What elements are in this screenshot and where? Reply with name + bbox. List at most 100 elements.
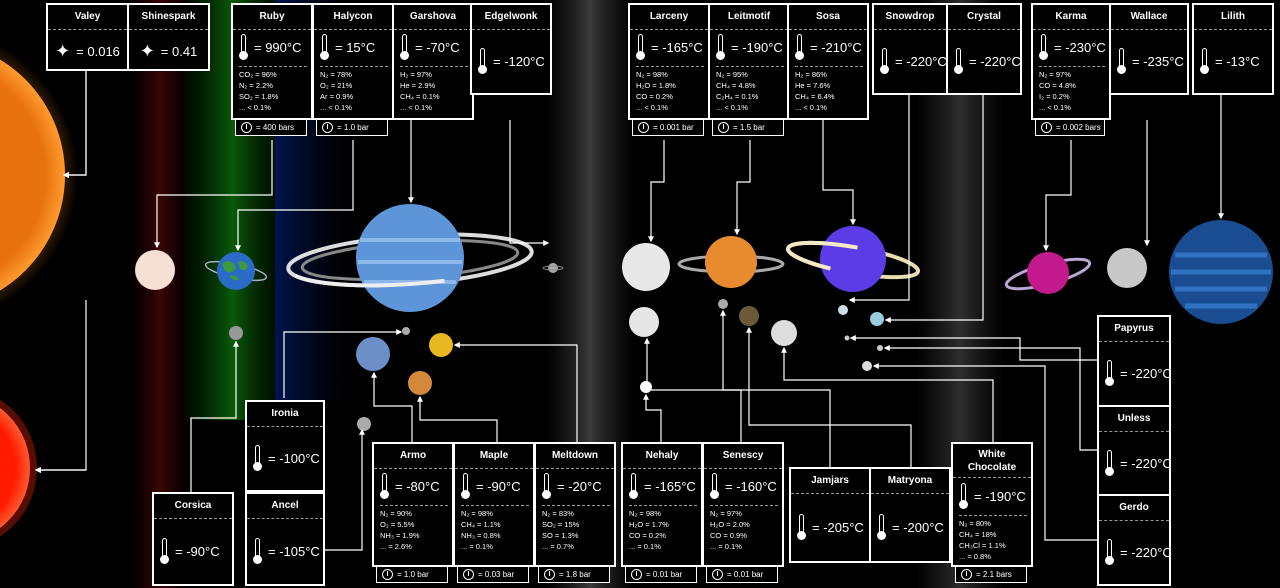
- temperature-value: = -160°C: [725, 478, 777, 494]
- pressure-gauge-icon: [241, 122, 252, 133]
- card-name: Snowdrop: [874, 5, 946, 30]
- card-name: Meltdown: [536, 444, 614, 469]
- temperature-value: = -165°C: [644, 478, 696, 494]
- composition-item: ... = 0.1%: [710, 542, 742, 551]
- pressure-value: = 1.8 bar: [559, 570, 591, 579]
- planet-card-ancel: Ancel= -105°C: [245, 492, 325, 586]
- card-name: Matryona: [871, 469, 949, 494]
- temperature-value: = -105°C: [268, 543, 320, 559]
- planet-wallace: [1107, 248, 1147, 288]
- composition-item: N₂ = 98%: [629, 509, 661, 518]
- pressure-value: = 1.5 bar: [733, 123, 765, 132]
- thermometer-icon: [160, 538, 169, 564]
- composition-item: H₂ = 86%: [795, 70, 827, 79]
- pressure-gauge-icon: [712, 569, 723, 580]
- composition-item: SO₂ = 15%: [542, 520, 580, 529]
- composition-list: N₂ = 97%CO = 4.8%I₂ = 0.2%... < 0.1%: [1039, 66, 1105, 113]
- pressure-box: = 1.0 bar: [376, 567, 448, 583]
- pressure-value: = 0.01 bar: [646, 570, 683, 579]
- composition-item: CH₄ = 4.8%: [716, 81, 756, 90]
- composition-item: He = 2.9%: [400, 81, 436, 90]
- planet-crystal: [870, 312, 884, 326]
- composition-item: C₂H₄ = 0.1%: [716, 92, 759, 101]
- temperature-value: = -220°C: [1120, 544, 1172, 560]
- pressure-gauge-icon: [322, 122, 333, 133]
- pressure-value: = 0.01 bar: [727, 570, 764, 579]
- thermometer-icon: [795, 34, 804, 60]
- planet-card-lilith: Lilith= -13°C: [1192, 3, 1274, 95]
- planet-card-edgelwonk: Edgelwonk= -120°C: [470, 3, 552, 95]
- composition-item: CO = 0.2%: [629, 531, 666, 540]
- composition-list: N₂ = 97%H₂O = 2.0%CO = 0.9%... = 0.1%: [710, 505, 778, 552]
- thermometer-icon: [320, 34, 329, 60]
- planet-nehaly-moon: [629, 307, 659, 337]
- temperature-value: = -220°C: [1120, 455, 1172, 471]
- composition-item: SO = 1.3%: [542, 531, 579, 540]
- composition-item: ... = 0.7%: [542, 542, 574, 551]
- composition-item: ... = 0.1%: [629, 542, 661, 551]
- composition-item: ... = 0.8%: [959, 552, 991, 561]
- composition-list: N₂ = 78%O₂ = 21%Ar = 0.9%... < 0.1%: [320, 66, 388, 113]
- pressure-value: = 2.1 bars: [976, 570, 1012, 579]
- planet-card-snowdrop: Snowdrop= -220°C: [872, 3, 948, 95]
- card-name: Armo: [374, 444, 452, 469]
- thermometer-icon: [478, 48, 487, 74]
- thermometer-icon: [542, 473, 551, 499]
- planet-leitmotif: [677, 236, 785, 288]
- thermometer-icon: [1105, 539, 1114, 565]
- composition-item: SO₂ = 1.8%: [239, 92, 279, 101]
- composition-item: CH₄ = 1.1%: [461, 520, 501, 529]
- card-name: Corsica: [154, 494, 232, 519]
- planet-edgelwonk: [542, 263, 564, 273]
- composition-list: N₂ = 83%SO₂ = 15%SO = 1.3%... = 0.7%: [542, 505, 610, 552]
- pressure-box: = 0.001 bar: [632, 120, 704, 136]
- pressure-value: = 0.002 bars: [1056, 123, 1101, 132]
- temperature-value: = 15°C: [335, 39, 376, 55]
- card-name: Senescy: [704, 444, 782, 469]
- planet-ruby: [135, 250, 175, 290]
- thermometer-icon: [636, 34, 645, 60]
- composition-item: N₂ = 2.2%: [239, 81, 273, 90]
- star-valey: [0, 59, 65, 291]
- composition-item: NH₃ = 1.9%: [380, 531, 420, 540]
- composition-item: N₂ = 78%: [320, 70, 352, 79]
- planet-halycon: [204, 252, 268, 290]
- card-name: Jamjars: [791, 469, 869, 494]
- card-name: Shinespark: [129, 5, 208, 30]
- pressure-value: = 0.03 bar: [478, 570, 515, 579]
- planet-card-corsica: Corsica= -90°C: [152, 492, 234, 586]
- thermometer-icon: [461, 473, 470, 499]
- pressure-box: = 2.1 bars: [955, 567, 1027, 583]
- composition-item: N₂ = 98%: [461, 509, 493, 518]
- card-name: Ruby: [233, 5, 311, 30]
- temperature-value: = -205°C: [812, 519, 864, 535]
- pressure-box: = 0.002 bars: [1035, 120, 1105, 136]
- thermometer-icon: [239, 34, 248, 60]
- brightness-star-icon: ✦: [139, 40, 155, 61]
- temperature-value: = -120°C: [493, 53, 545, 69]
- temperature-value: = -230°C: [1054, 39, 1106, 55]
- thermometer-icon: [253, 538, 262, 564]
- card-name: Ironia: [247, 402, 323, 427]
- planet-card-matryona: Matryona= -200°C: [869, 467, 951, 563]
- card-name: Crystal: [948, 5, 1020, 30]
- pressure-box: = 1.5 bar: [712, 120, 784, 136]
- planet-papyrus: [844, 335, 850, 341]
- composition-item: He = 7.6%: [795, 81, 831, 90]
- composition-item: N₂ = 97%: [1039, 70, 1071, 79]
- composition-item: H₂ = 97%: [400, 70, 432, 79]
- planet-card-wallace: Wallace= -235°C: [1109, 3, 1189, 95]
- composition-item: O₂ = 5.5%: [380, 520, 415, 529]
- composition-item: ... < 0.1%: [1039, 103, 1071, 112]
- temperature-value: = -190°C: [731, 39, 783, 55]
- composition-item: N₂ = 98%: [636, 70, 668, 79]
- card-name: Halycon: [314, 5, 392, 30]
- thermometer-icon: [959, 483, 968, 509]
